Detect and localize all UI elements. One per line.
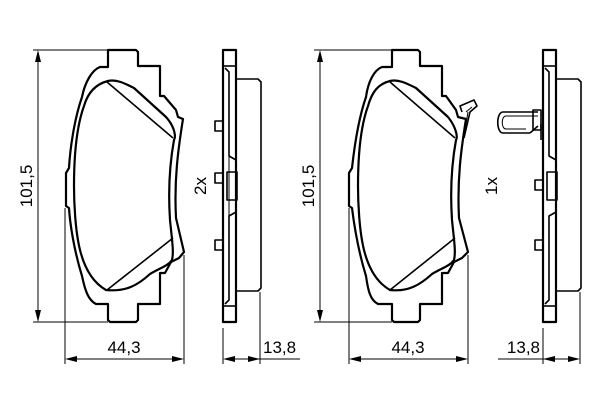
chamfer-bottom (389, 237, 456, 291)
width-label-right: 44,3 (391, 338, 424, 357)
chamfer-bottom (106, 237, 174, 291)
pad-right-side-view (534, 48, 582, 324)
quantity-label-right: 1x (482, 177, 501, 195)
friction-material-outline (356, 79, 458, 292)
thickness-label-left: 13,8 (263, 338, 296, 357)
backing-plate-outline (64, 48, 186, 324)
dimension-thickness-right: 13,8 (498, 292, 581, 364)
thickness-label-right: 13,8 (507, 338, 540, 357)
pad-left-side-view (214, 48, 262, 324)
pad-right-front-view (347, 48, 478, 324)
height-label-left: 101,5 (17, 165, 36, 208)
dimension-height-left: 101,5 (17, 49, 108, 323)
width-label-left: 44,3 (107, 338, 140, 357)
quantity-label-left: 2x (191, 177, 210, 195)
dimension-height-right: 101,5 (299, 49, 392, 323)
pad-left-front-view (64, 48, 186, 324)
dimension-thickness-left: 13,8 (222, 292, 300, 364)
dimension-width-right: 44,3 (348, 208, 469, 364)
chamfer-top (106, 81, 174, 139)
wear-sensor-icon (496, 109, 542, 140)
backing-plate-outline (347, 48, 470, 324)
height-label-right: 101,5 (299, 165, 318, 208)
friction-material-outline (72, 79, 176, 292)
wear-sensor-clip-icon (459, 99, 478, 139)
dimension-width-left: 44,3 (64, 208, 185, 364)
chamfer-top (389, 81, 456, 139)
